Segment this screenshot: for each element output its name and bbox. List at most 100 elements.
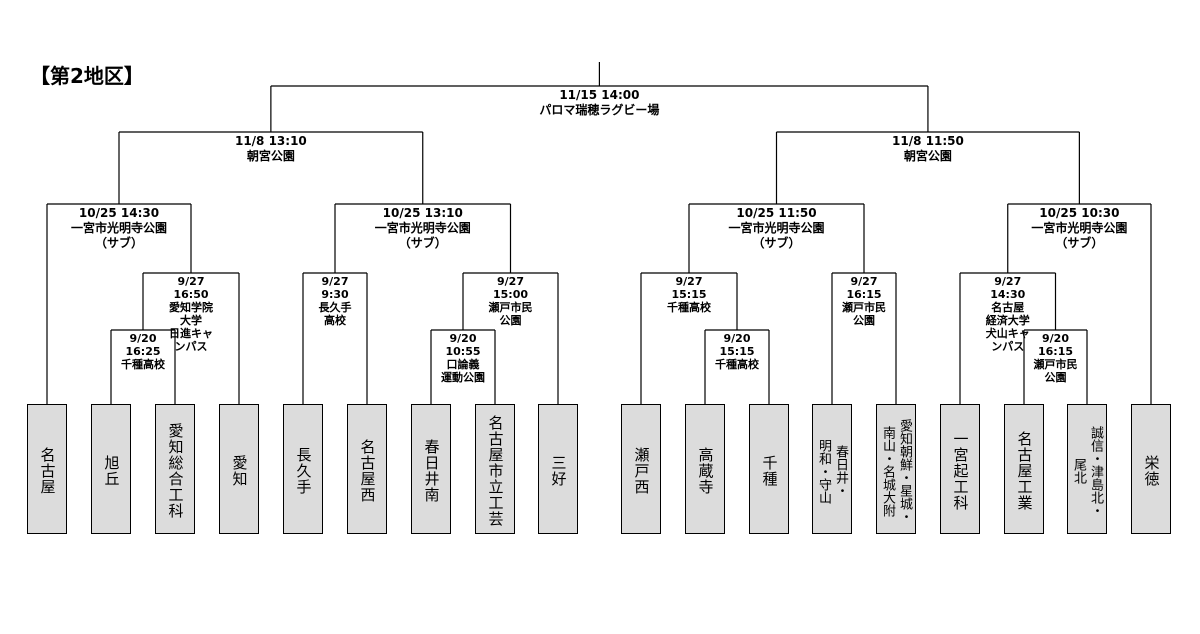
- match-label-line: 名古屋: [991, 301, 1025, 314]
- team-box: 三好: [538, 404, 578, 534]
- team-box: 瀬戸西: [621, 404, 661, 534]
- match-label-line: 瀬戸市民: [842, 301, 886, 314]
- match-label-line: 10/25 14:30: [78, 206, 160, 220]
- match-label-line: 口論義: [446, 358, 480, 371]
- team-box: 名古屋: [27, 404, 67, 534]
- team-name: 誠信・津島北・: [1088, 425, 1103, 517]
- match-label-line: 15:00: [492, 288, 528, 301]
- match-label-line: 公園: [853, 314, 875, 327]
- team-box: 長久手: [283, 404, 323, 534]
- team-box: 春日井・明和・守山: [812, 404, 852, 534]
- match-label-line: （サブ）: [752, 236, 801, 250]
- team-box: 一宮起工科: [940, 404, 980, 534]
- match-label-line: 9/27: [177, 275, 205, 288]
- match-label-line: 運動公園: [441, 371, 485, 384]
- match-label-line: 日進キャ: [169, 327, 213, 340]
- match-label-line: 10/25 13:10: [382, 206, 463, 220]
- match-label-line: 9/27: [497, 275, 524, 288]
- match-label-line: 高校: [324, 314, 346, 327]
- team-name: 旭丘: [102, 455, 121, 487]
- match-label-line: 公園: [499, 314, 522, 327]
- match-label-line: 9/20: [449, 332, 477, 345]
- match-label-line: 16:15: [1037, 345, 1073, 358]
- match-label-line: 一宮市光明寺公園: [728, 221, 825, 235]
- match-label-line: （サブ）: [1055, 236, 1104, 250]
- match-label-line: 一宮市光明寺公園: [70, 221, 168, 235]
- match-label-line: 瀬戸市民: [1033, 358, 1078, 371]
- match-label-line: 14:30: [990, 288, 1026, 301]
- match-label-line: 11/15 14:00: [559, 88, 640, 102]
- match-label-line: ンパス: [174, 340, 208, 353]
- team-name: 名古屋: [38, 447, 57, 495]
- team-box: 愛知総合工科: [155, 404, 195, 534]
- team-name: 愛知総合工科: [166, 423, 185, 519]
- team-name: 春日井南: [422, 439, 441, 503]
- team-box: 高蔵寺: [685, 404, 725, 534]
- match-label-line: 9/20: [129, 332, 157, 345]
- team-box: 愛知: [219, 404, 259, 534]
- team-name: 愛知朝鮮・星城・: [897, 419, 912, 523]
- team-box: 千種: [749, 404, 789, 534]
- match-label-line: 9/20: [1042, 332, 1069, 345]
- match-label-line: 11/8 11:50: [892, 134, 964, 148]
- team-name: 高蔵寺: [696, 447, 715, 495]
- match-label-line: 一宮市光明寺公園: [374, 221, 471, 235]
- team-box: 春日井南: [411, 404, 451, 534]
- match-label-line: 経済大学: [985, 314, 1030, 327]
- team-box: 旭丘: [91, 404, 131, 534]
- team-name: 尾北: [1071, 458, 1086, 484]
- team-name: 名古屋市立工芸: [486, 415, 505, 527]
- match-label-line: 16:25: [125, 345, 161, 358]
- team-box: 名古屋西: [347, 404, 387, 534]
- team-name: 千種: [760, 455, 779, 487]
- match-label-line: 10/25 11:50: [736, 206, 817, 220]
- match-label-line: 愛知学院: [169, 301, 213, 314]
- team-name: 栄徳: [1142, 455, 1161, 487]
- match-label-line: 9:30: [321, 288, 349, 301]
- team-name: 瀬戸西: [632, 447, 651, 495]
- match-label-line: 16:50: [173, 288, 209, 301]
- team-name: 明和・守山: [816, 438, 831, 504]
- team-name: 愛知: [230, 455, 249, 487]
- match-label-line: 9/27: [850, 275, 878, 288]
- match-label-line: 9/20: [723, 332, 751, 345]
- team-name: 春日井・: [833, 445, 848, 497]
- match-label-line: 千種高校: [667, 301, 711, 314]
- team-name: 長久手: [294, 447, 313, 495]
- match-label-line: 15:15: [719, 345, 755, 358]
- team-box: 愛知朝鮮・星城・南山・名城大附: [876, 404, 916, 534]
- match-label-line: パロマ瑞穂ラグビー場: [539, 103, 660, 117]
- match-label-line: 9/27: [994, 275, 1022, 288]
- match-label-line: 11/8 13:10: [234, 134, 307, 148]
- match-label-line: ンパス: [991, 340, 1025, 353]
- team-name: 三好: [549, 455, 568, 487]
- match-label-line: 一宮市光明寺公園: [1031, 221, 1128, 235]
- team-box: 栄徳: [1131, 404, 1171, 534]
- match-label-line: 犬山キャ: [985, 327, 1030, 340]
- match-label-line: 千種高校: [715, 358, 759, 371]
- match-label-line: 大学: [180, 314, 202, 327]
- match-label-line: 朝宮公園: [903, 149, 952, 163]
- team-box: 誠信・津島北・尾北: [1067, 404, 1107, 534]
- match-label-line: 15:15: [671, 288, 707, 301]
- match-label-line: （サブ）: [398, 236, 447, 250]
- match-label-line: 瀬戸市民: [488, 301, 533, 314]
- match-label-line: 9/27: [675, 275, 703, 288]
- match-label-line: 10/25 10:30: [1039, 206, 1120, 220]
- match-label-line: （サブ）: [94, 236, 144, 250]
- match-label-line: 千種高校: [121, 358, 165, 371]
